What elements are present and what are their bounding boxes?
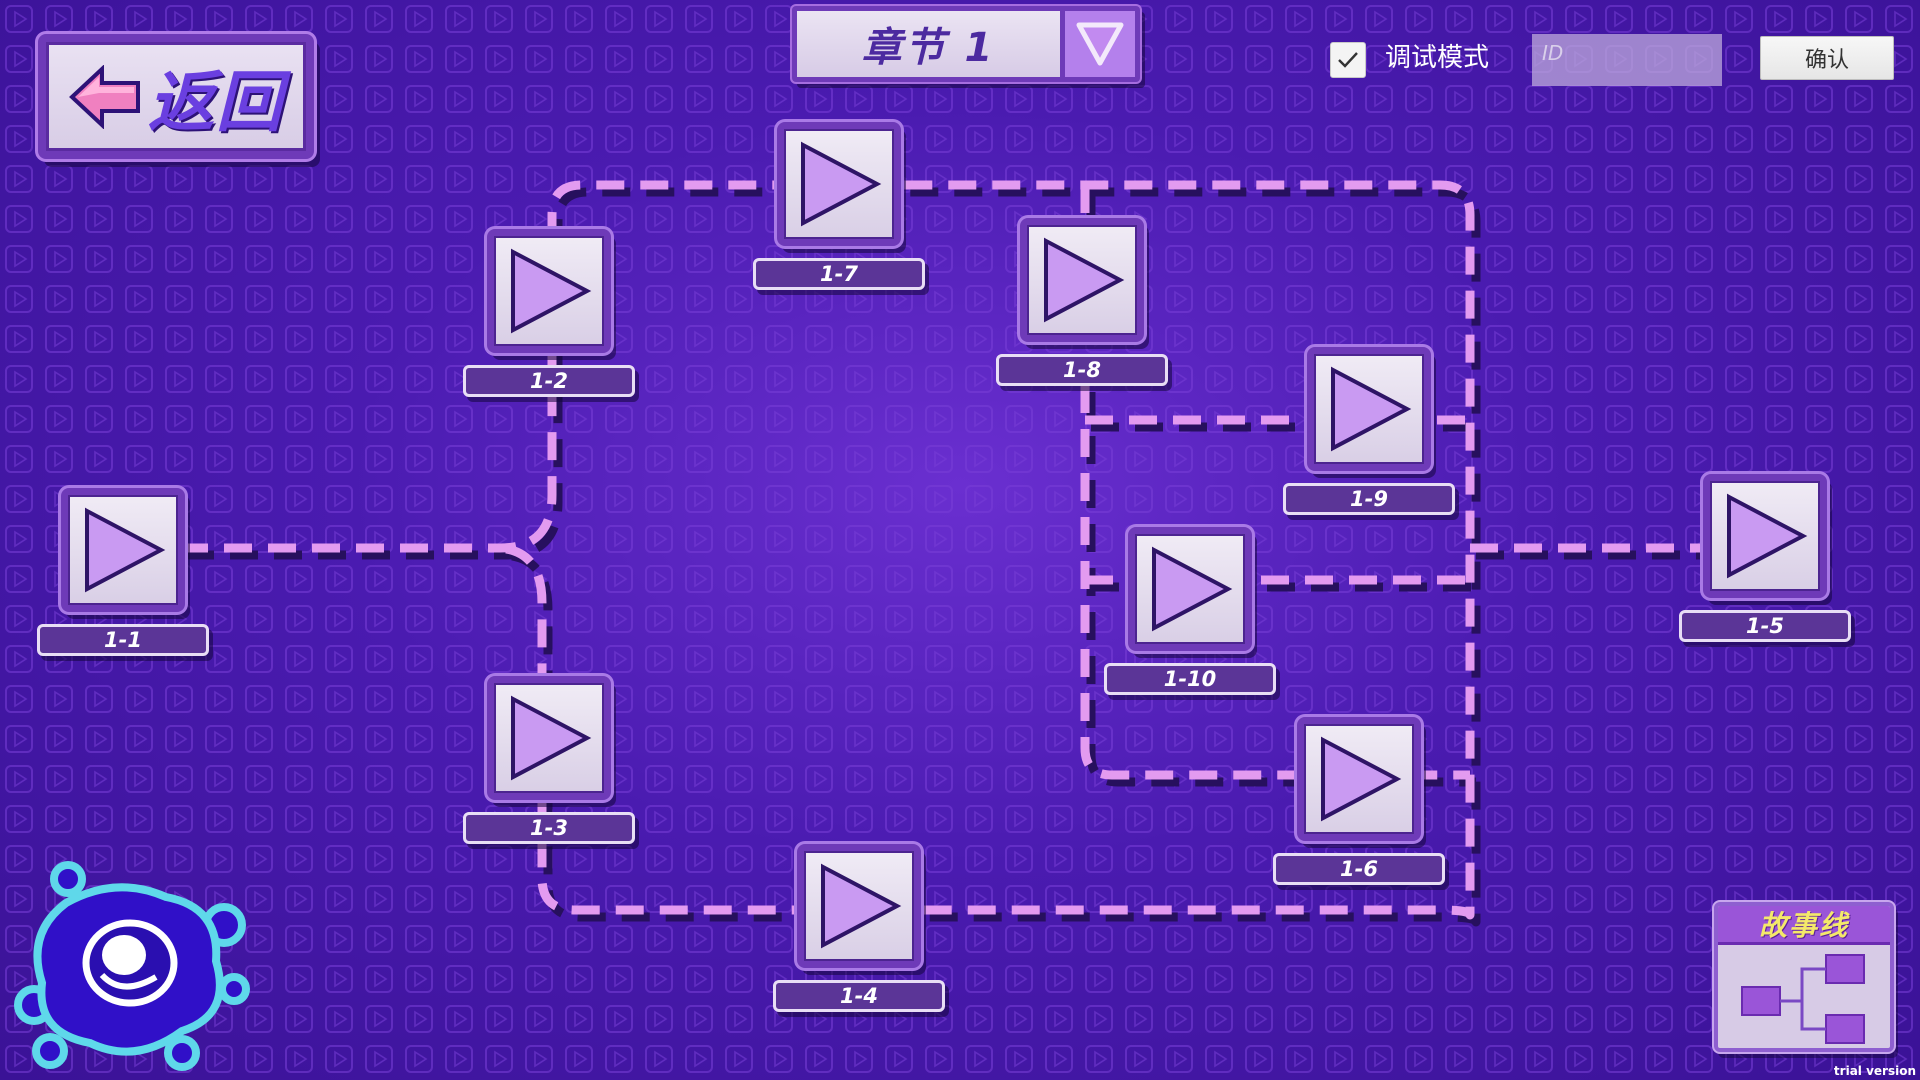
play-icon: [1331, 366, 1412, 452]
flowchart-icon: [1741, 954, 1865, 1044]
chapter-dropdown-toggle[interactable]: [1065, 11, 1135, 77]
level-tile[interactable]: [797, 844, 921, 968]
level-label: 1-6: [1273, 853, 1445, 885]
level-tile-face: [68, 495, 178, 605]
level-tile-face: [1135, 534, 1245, 644]
level-tile[interactable]: [1703, 474, 1827, 598]
level-tile[interactable]: [777, 122, 901, 246]
storyline-label: 故事线: [1758, 909, 1849, 942]
level-tile-face: [804, 851, 914, 961]
back-button[interactable]: 返回: [38, 34, 314, 159]
level-tile[interactable]: [1297, 717, 1421, 841]
chevron-down-icon: [1076, 22, 1124, 66]
level-tile[interactable]: [487, 229, 611, 353]
level-tile-face: [1710, 481, 1820, 591]
level-label: 1-4: [773, 980, 945, 1012]
blob-logo[interactable]: [6, 855, 258, 1075]
checkmark-icon: [1338, 52, 1358, 68]
level-label: 1-7: [753, 258, 925, 290]
level-label: 1-10: [1104, 663, 1276, 695]
play-icon: [1152, 546, 1233, 632]
level-label: 1-8: [996, 354, 1168, 386]
back-button-face: 返回: [46, 42, 306, 151]
play-icon: [801, 141, 882, 227]
play-icon: [511, 248, 592, 334]
play-icon: [511, 695, 592, 781]
blob-logo-icon: [14, 861, 250, 1071]
level-tile[interactable]: [61, 488, 185, 612]
level-tile[interactable]: [1307, 347, 1431, 471]
level-tile-face: [784, 129, 894, 239]
level-tile-face: [494, 236, 604, 346]
chapter-dropdown[interactable]: 章节 1: [792, 6, 1140, 82]
debug-mode-checkbox[interactable]: [1330, 42, 1366, 78]
level-id-input[interactable]: [1532, 34, 1722, 86]
back-button-label: 返回: [148, 63, 284, 141]
level-tile-face: [1314, 354, 1424, 464]
level-tile[interactable]: [1128, 527, 1252, 651]
level-label: 1-1: [37, 624, 209, 656]
level-tile-face: [494, 683, 604, 793]
arrow-left-icon: [69, 64, 140, 129]
level-label: 1-3: [463, 812, 635, 844]
level-tile-face: [1027, 225, 1137, 335]
level-tile[interactable]: [487, 676, 611, 800]
level-tile[interactable]: [1020, 218, 1144, 342]
level-label: 1-5: [1679, 610, 1851, 642]
play-icon: [1727, 493, 1808, 579]
debug-mode-label: 调试模式: [1385, 43, 1490, 73]
trial-version-watermark: trial version: [1833, 1064, 1916, 1078]
confirm-button[interactable]: 确认: [1760, 36, 1894, 80]
play-icon: [821, 863, 902, 949]
play-icon: [1044, 237, 1125, 323]
storyline-header: 故事线: [1718, 906, 1890, 945]
level-tile-face: [1304, 724, 1414, 834]
level-label: 1-9: [1283, 483, 1455, 515]
play-icon: [85, 507, 166, 593]
level-label: 1-2: [463, 365, 635, 397]
storyline-button[interactable]: 故事线: [1714, 902, 1894, 1052]
chapter-label-box: 章节 1: [797, 11, 1060, 77]
play-icon: [1321, 736, 1402, 822]
chapter-title: 章节 1: [861, 25, 996, 71]
